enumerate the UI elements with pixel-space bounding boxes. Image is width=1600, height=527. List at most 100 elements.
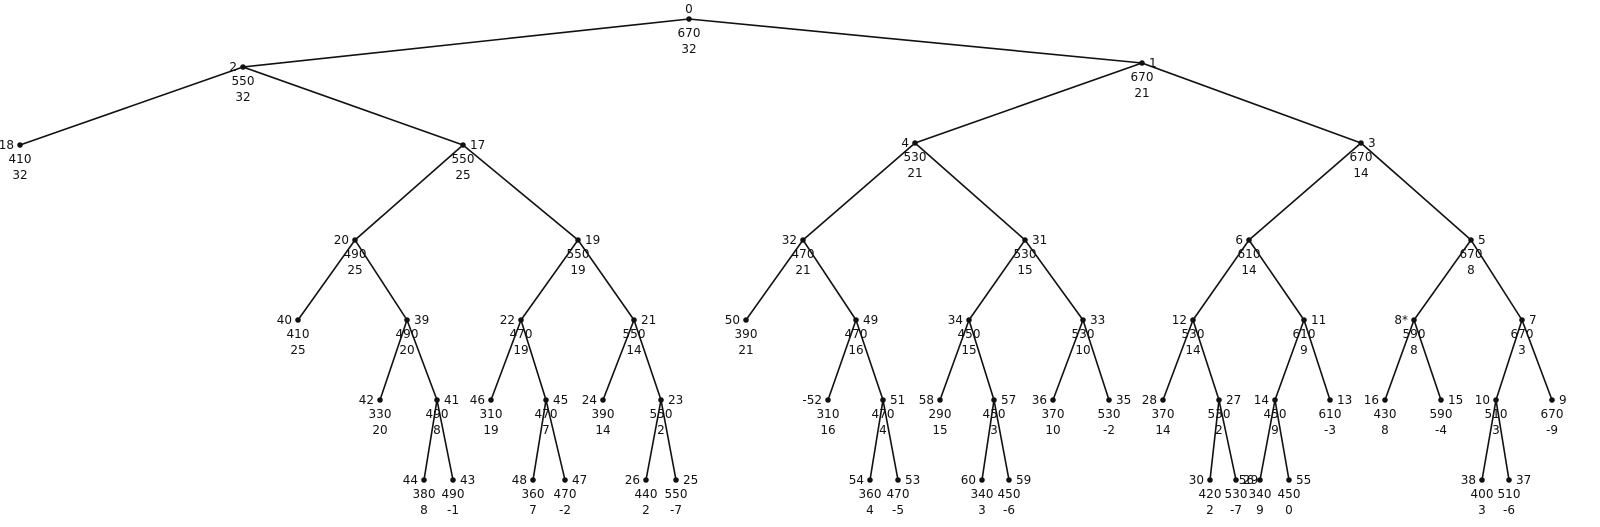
node-id-label: 5 <box>1478 233 1486 247</box>
node-id-label: 13 <box>1337 393 1352 407</box>
node-score-label: 0 <box>1285 503 1293 517</box>
edge-1-3 <box>1141 62 1362 144</box>
node-value-label: 670 <box>1460 247 1483 261</box>
node-dot <box>1022 237 1028 243</box>
node-score-label: 10 <box>1045 423 1060 437</box>
node-id-label: 40 <box>277 313 292 327</box>
node-score-label: 25 <box>347 263 362 277</box>
node-value-label: 550 <box>452 152 475 166</box>
edge-10-38 <box>1481 399 1497 481</box>
node-id-label: 45 <box>553 393 568 407</box>
edge-17-19 <box>462 144 579 241</box>
edge-0-2 <box>242 18 690 68</box>
node-score-label: 10 <box>1075 343 1090 357</box>
node-id-label: 15 <box>1448 393 1463 407</box>
node-id-label: 44 <box>403 473 418 487</box>
node-value-label: 490 <box>442 487 465 501</box>
edge-23-26 <box>645 399 662 481</box>
node-id-label: 7 <box>1529 313 1537 327</box>
node-id-label: 32 <box>782 233 797 247</box>
node-dot <box>912 140 918 146</box>
node-dot <box>1506 477 1512 483</box>
edge-31-33 <box>1024 239 1084 321</box>
edge-34-58 <box>939 319 970 401</box>
edge-7-10 <box>1495 319 1523 401</box>
node-score-label: -6 <box>1003 503 1015 517</box>
edge-11-14 <box>1274 319 1305 401</box>
node-dot <box>895 477 901 483</box>
node-id-label: 47 <box>572 473 587 487</box>
node-dot <box>1233 477 1239 483</box>
node-score-label: 2 <box>1215 423 1223 437</box>
node-score-label: 4 <box>879 423 887 437</box>
node-id-label: 58 <box>919 393 934 407</box>
node-id-label: 30 <box>1189 473 1204 487</box>
node-value-label: 590 <box>1430 407 1453 421</box>
node-score-label: 3 <box>1478 503 1486 517</box>
node-score-label: 25 <box>290 343 305 357</box>
node-score-label: 14 <box>1185 343 1200 357</box>
node-dot <box>880 397 886 403</box>
edge-49-neg52 <box>827 319 857 401</box>
node-id-label: 19 <box>585 233 600 247</box>
node-score-label: -2 <box>559 503 571 517</box>
node-id-label: 28 <box>1142 393 1157 407</box>
edge-19-22 <box>520 239 579 321</box>
node-dot <box>1327 397 1333 403</box>
node-value-label: 550 <box>232 74 255 88</box>
node-score-label: 15 <box>961 343 976 357</box>
node-score-label: -6 <box>1503 503 1515 517</box>
node-value-label: 610 <box>1319 407 1342 421</box>
node-value-label: 670 <box>1511 327 1534 341</box>
node-value-label: 470 <box>845 327 868 341</box>
edge-41-44 <box>423 399 438 481</box>
node-dot <box>1190 317 1196 323</box>
node-dot <box>575 237 581 243</box>
node-score-label: 21 <box>1134 86 1149 100</box>
node-value-label: 450 <box>998 487 1021 501</box>
node-dot <box>1468 237 1474 243</box>
node-id-label: 17 <box>470 138 485 152</box>
node-dot <box>966 317 972 323</box>
node-value-label: 420 <box>1199 487 1222 501</box>
node-id-label: 8* <box>1394 313 1408 327</box>
node-score-label: -2 <box>1103 423 1115 437</box>
node-dot <box>377 397 383 403</box>
node-id-label: 42 <box>359 393 374 407</box>
node-dot <box>1160 397 1166 403</box>
node-dot <box>1006 477 1012 483</box>
node-id-label: 48 <box>512 473 527 487</box>
node-value-label: 410 <box>287 327 310 341</box>
node-id-label: 38 <box>1461 473 1476 487</box>
node-score-label: 3 <box>978 503 986 517</box>
node-dot <box>1549 397 1555 403</box>
node-value-label: 490 <box>396 327 419 341</box>
node-dot <box>530 477 536 483</box>
node-score-label: 15 <box>932 423 947 437</box>
node-score-label: 14 <box>1241 263 1256 277</box>
edge-10-37 <box>1495 399 1510 481</box>
node-score-label: 19 <box>483 423 498 437</box>
node-value-label: 450 <box>1264 407 1287 421</box>
edge-8-16 <box>1384 319 1415 401</box>
node-id-label: 49 <box>863 313 878 327</box>
node-value-label: 360 <box>522 487 545 501</box>
node-dot <box>1301 317 1307 323</box>
